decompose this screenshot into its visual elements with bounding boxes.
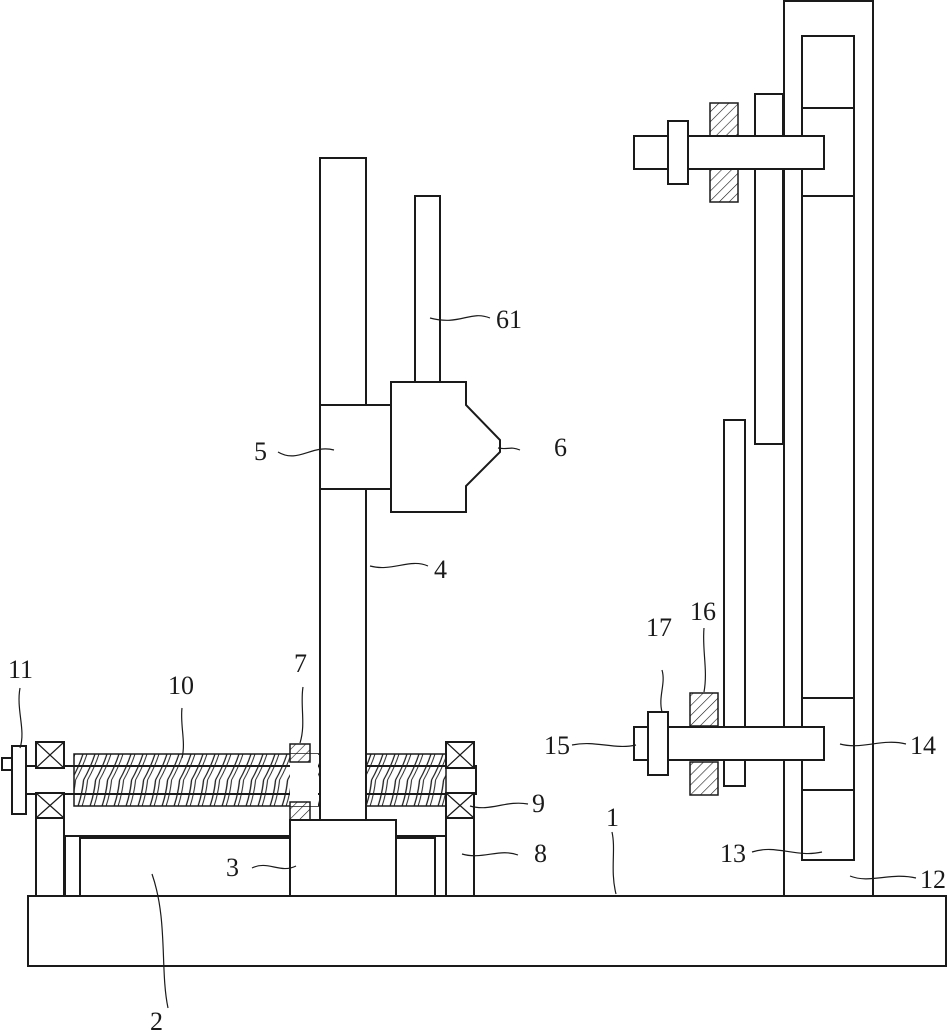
lock-nut-bottom xyxy=(690,762,718,795)
label-horizontal-shaft: 15 xyxy=(544,731,570,760)
label-guide-slot: 13 xyxy=(720,839,746,868)
label-lock-nut: 16 xyxy=(690,597,716,626)
bearing-seat-right xyxy=(446,818,474,896)
label-bearing-seat: 8 xyxy=(534,839,547,868)
lead-screw xyxy=(20,754,476,806)
bearing-right-bottom xyxy=(446,793,474,818)
label-support-block: 2 xyxy=(150,1007,163,1033)
nut-collar-bottom xyxy=(290,802,310,820)
lock-nut-top xyxy=(690,693,718,726)
label-hand-wheel: 11 xyxy=(8,655,33,684)
nut-collar-top xyxy=(290,744,310,762)
label-bearing: 9 xyxy=(532,789,545,818)
label-clamp-head: 6 xyxy=(554,433,567,462)
label-shaft-collar: 17 xyxy=(646,613,672,642)
clamp-head xyxy=(391,382,500,512)
bearing-right-top xyxy=(446,742,474,768)
label-slider-block: 3 xyxy=(226,853,239,882)
label-nut-collar: 7 xyxy=(294,649,307,678)
shaft-collar xyxy=(648,712,668,775)
label-lead-screw: 10 xyxy=(168,671,194,700)
label-vertical-column: 4 xyxy=(434,555,447,584)
label-column-sleeve: 5 xyxy=(254,437,267,466)
bearing-left-bottom xyxy=(36,793,64,818)
hand-wheel xyxy=(2,746,26,814)
bearing-left-top xyxy=(36,742,64,768)
bearing-seat-left xyxy=(36,818,64,896)
label-clamp-rod: 61 xyxy=(496,305,522,334)
clamp-rod xyxy=(415,196,440,384)
label-base-plate: 1 xyxy=(606,803,619,832)
slider-block xyxy=(290,820,396,896)
column-sleeve xyxy=(320,405,392,489)
base-plate xyxy=(28,896,946,966)
label-right-frame: 12 xyxy=(920,865,946,894)
label-sliding-block: 14 xyxy=(910,731,936,760)
